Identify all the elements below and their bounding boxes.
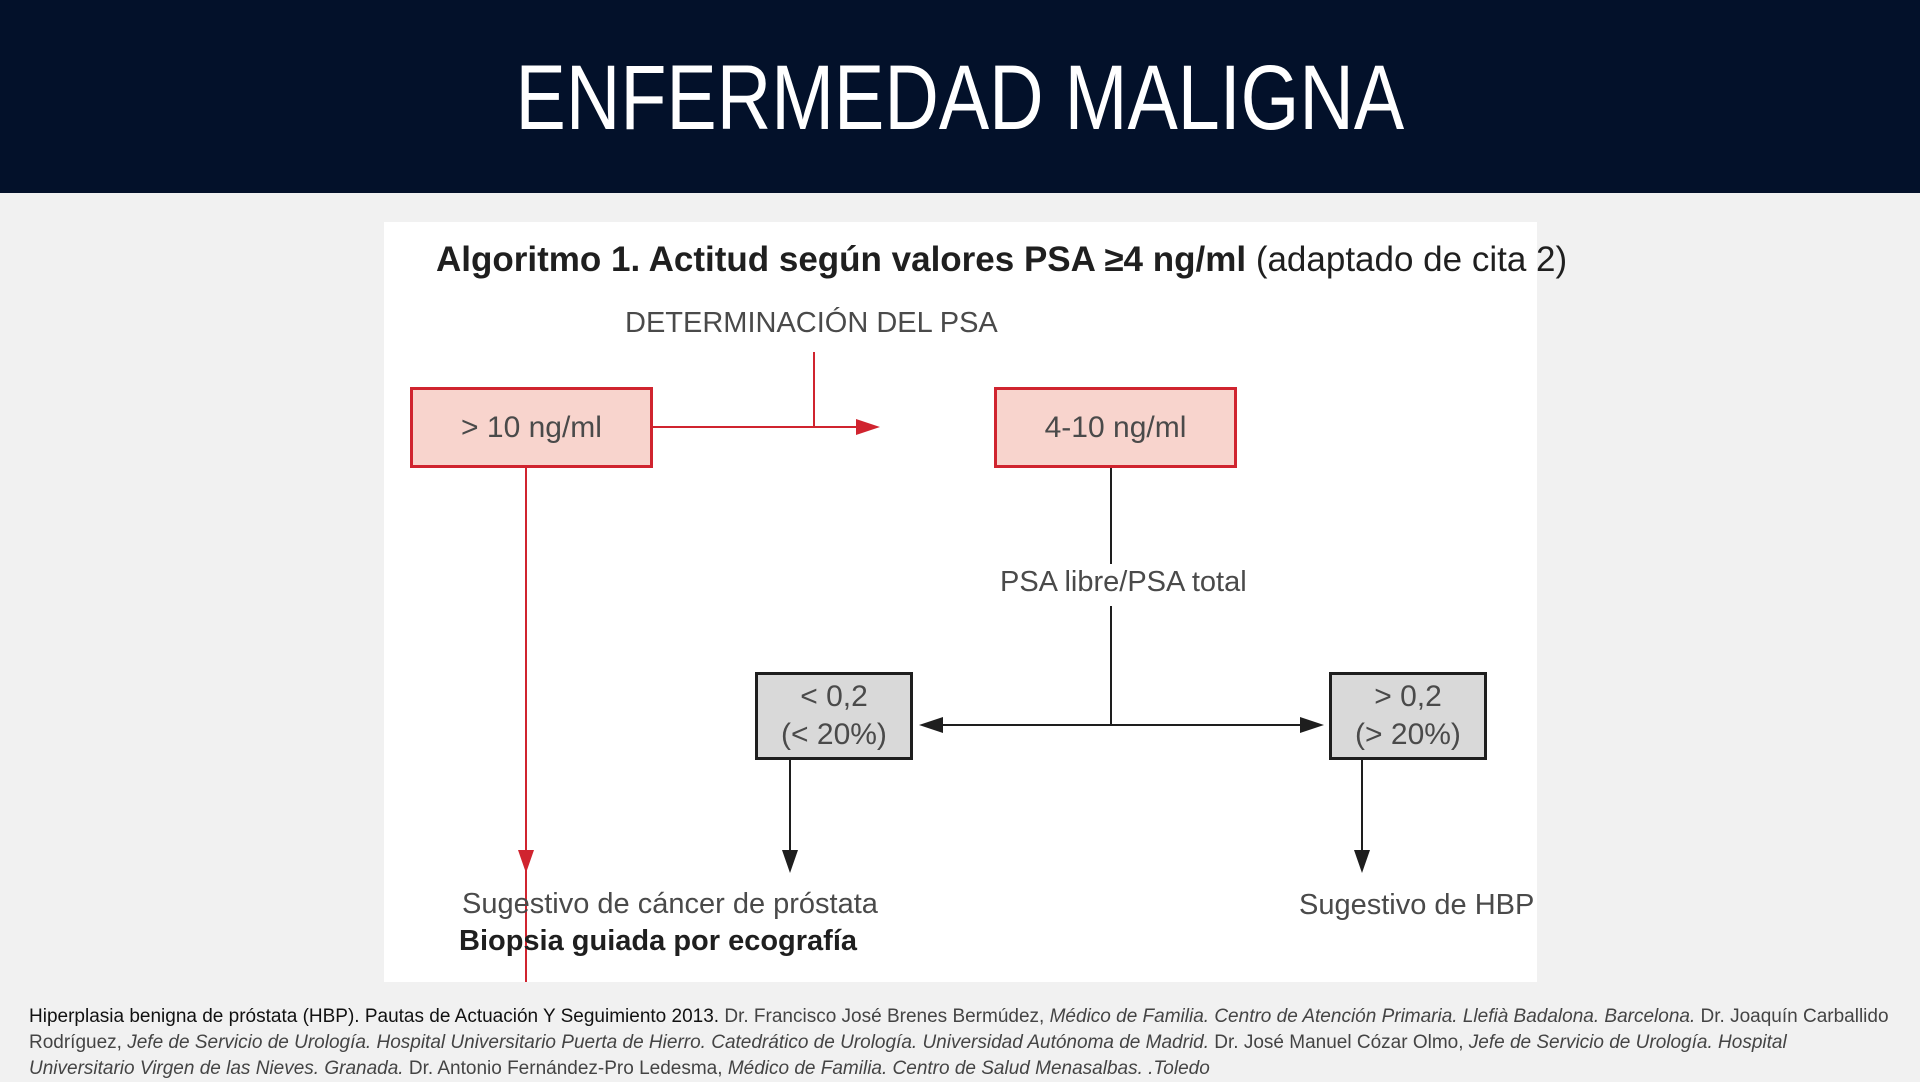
box-psa-4-10-text: 4-10 ng/ml bbox=[1044, 410, 1187, 444]
box-ratio-high-line2: (> 20%) bbox=[1355, 718, 1461, 751]
box-psa-over-10-text: > 10 ng/ml bbox=[461, 410, 602, 444]
box-psa-4-10: 4-10 ng/ml bbox=[994, 387, 1237, 468]
box-ratio-low-line1: < 0,2 bbox=[800, 680, 868, 713]
citation-title: Hiperplasia benigna de próstata (HBP). P… bbox=[29, 1006, 720, 1027]
citation-author-2-role: Jefe de Servicio de Urología. Hospital U… bbox=[127, 1032, 1210, 1053]
arrowhead-low-ratio-down bbox=[782, 850, 798, 873]
outcome-hbp-label: Sugestivo de HBP bbox=[1299, 889, 1535, 921]
arrowhead-to-cancer bbox=[518, 850, 534, 873]
outcome-cancer-label: Sugestivo de cáncer de próstata bbox=[462, 888, 878, 920]
citation-author-2: Dr. Joaquín Carballido Rodríguez, bbox=[29, 1006, 1889, 1053]
arrowhead-to-high-ratio bbox=[1300, 717, 1324, 733]
psa-ratio-label: PSA libre/PSA total bbox=[1000, 566, 1247, 598]
arrowhead-to-low-ratio bbox=[919, 717, 943, 733]
box-ratio-low-line2: (< 20%) bbox=[781, 718, 887, 751]
box-ratio-high-line1: > 0,2 bbox=[1374, 680, 1442, 713]
box-psa-over-10: > 10 ng/ml bbox=[410, 387, 653, 468]
algorithm-title: Algoritmo 1. Actitud según valores PSA ≥… bbox=[436, 240, 1567, 280]
citation-author-3-role: Jefe de Servicio de Urología. Hospital U… bbox=[29, 1032, 1787, 1079]
slide-title: ENFERMEDAD MALIGNA bbox=[515, 47, 1405, 149]
psa-determination-label: DETERMINACIÓN DEL PSA bbox=[625, 307, 998, 339]
flowchart-connectors bbox=[518, 352, 1370, 982]
algorithm-title-source: (adaptado de cita 2) bbox=[1255, 240, 1568, 279]
arrowhead-high-ratio-down bbox=[1354, 850, 1370, 873]
box-ratio-high: > 0,2 (> 20%) bbox=[1329, 672, 1487, 760]
citation-author-1-role: Médico de Familia. Centro de Atención Pr… bbox=[1049, 1006, 1696, 1027]
citation-author-3: Dr. José Manuel Cózar Olmo, bbox=[1214, 1032, 1464, 1053]
algorithm-figure: Algoritmo 1. Actitud según valores PSA ≥… bbox=[384, 222, 1567, 982]
algorithm-title-bold: Algoritmo 1. Actitud según valores PSA ≥… bbox=[436, 240, 1247, 279]
box-ratio-low: < 0,2 (< 20%) bbox=[755, 672, 913, 760]
slide-header: ENFERMEDAD MALIGNA bbox=[0, 0, 1920, 193]
outcome-biopsy-label: Biopsia guiada por ecografía bbox=[459, 925, 858, 957]
arrowhead-to-mid bbox=[856, 419, 880, 435]
citation-footer: Hiperplasia benigna de próstata (HBP). P… bbox=[29, 1004, 1889, 1082]
citation-author-4-role: Médico de Familia. Centro de Salud Menas… bbox=[727, 1058, 1210, 1079]
citation-author-4: Dr. Antonio Fernández-Pro Ledesma, bbox=[408, 1058, 723, 1079]
citation-author-1: Dr. Francisco José Brenes Bermúdez, bbox=[724, 1006, 1045, 1027]
